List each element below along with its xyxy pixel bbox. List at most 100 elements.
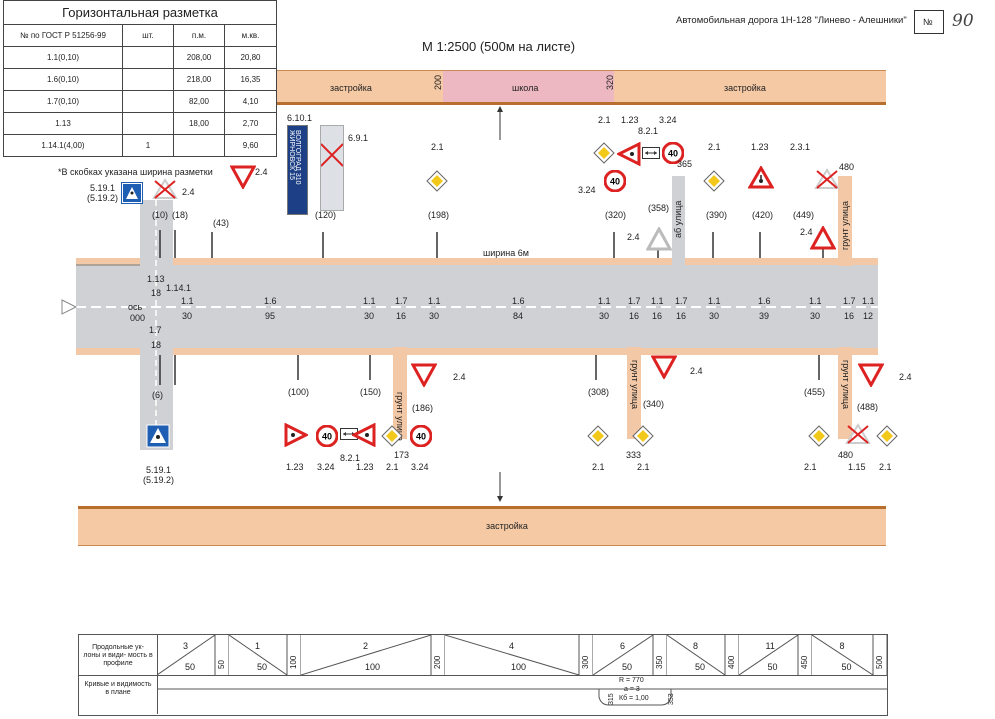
legend-title: Горизонтальная разметка — [3, 0, 277, 25]
sign-code: 2.1 — [879, 462, 892, 472]
marking-code: 1.7 — [675, 296, 688, 306]
side-street-480-south — [838, 347, 852, 439]
marking-code: 1.1 — [428, 296, 441, 306]
svg-text:40: 40 — [610, 177, 620, 187]
svg-text:40: 40 — [322, 432, 332, 442]
marking-code: 1.1 — [809, 296, 822, 306]
sheet-number-box: № — [914, 10, 944, 34]
marking-code: 18 — [151, 340, 162, 350]
pk-label: 173 — [394, 450, 410, 460]
sign-code: (5.19.2) — [143, 475, 175, 485]
marking-code: 1.6 — [758, 296, 771, 306]
marking-code: 1.13 — [147, 274, 165, 284]
sign-code: 5.19.1 — [90, 183, 116, 193]
marking-length: 39 — [759, 311, 770, 321]
sign-code: 6.9.1 — [348, 133, 369, 143]
marking-code: 1.1 — [363, 296, 376, 306]
pk-label: 333 — [626, 450, 642, 460]
legend-cell: 20,80 — [224, 46, 277, 69]
side-street-480-north — [838, 176, 852, 266]
marking-code: 1.1 — [708, 296, 721, 306]
marking-code: 1.7 — [843, 296, 856, 306]
pk-label: (308) — [588, 387, 610, 397]
pk-label: (10) — [152, 210, 169, 220]
segment-slope: 2 — [363, 641, 369, 651]
marking-length: 30 — [599, 311, 610, 321]
shoulder-top — [76, 258, 878, 265]
marking-length: 16 — [844, 311, 855, 321]
side-street-333 — [627, 347, 641, 439]
sign-code: 2.3.1 — [790, 142, 811, 152]
axis-km: 000 — [130, 313, 146, 323]
sign-code: 8.2.1 — [340, 453, 361, 463]
segment-length: 50 — [695, 662, 706, 672]
sheet-number: 90 — [952, 11, 974, 31]
pk-label: (320) — [605, 210, 627, 220]
segment-slope: 8 — [839, 641, 845, 651]
sign-code: 2.4 — [800, 227, 813, 237]
segment-length: 100 — [365, 662, 381, 672]
pk-label: (420) — [752, 210, 774, 220]
sign-code: 1.15 — [848, 462, 866, 472]
sign-code: (5.19.2) — [87, 193, 119, 203]
shoulder-bottom — [76, 348, 878, 355]
pk-label: (100) — [288, 387, 310, 397]
pk-label: (43) — [213, 218, 230, 228]
segment-length: 50 — [185, 662, 196, 672]
sign-code: 1.23 — [621, 115, 639, 125]
curve-radius: R = 770 — [619, 677, 644, 684]
marking-code: 1.1 — [651, 296, 664, 306]
marking-code: 1.1 — [181, 296, 194, 306]
ab-street-label: аб улица — [673, 200, 683, 238]
marking-length: 30 — [364, 311, 375, 321]
pk-label: (449) — [793, 210, 815, 220]
buildup-label: застройка — [330, 83, 372, 93]
segment-length: 50 — [622, 662, 633, 672]
side-street-365 — [672, 176, 685, 266]
direction-sign-text: ЖИРНОВСК 15 — [288, 130, 295, 180]
removed-sign-icon — [320, 125, 344, 211]
marking-code: 1.7 — [628, 296, 641, 306]
pk-label: (150) — [360, 387, 382, 397]
curve-row-label: Кривые и видимость в плане — [84, 681, 152, 696]
grunt-street-label: грунт улица — [840, 200, 850, 250]
pk-label: (390) — [706, 210, 728, 220]
sign-code: 1.23 — [356, 462, 374, 472]
pk-label: (6) — [152, 390, 163, 400]
grunt-street-label: грунт улица — [630, 360, 640, 410]
pk-label: (18) — [172, 210, 189, 220]
marking-code: 1.7 — [149, 325, 162, 335]
sign-code: 2.4 — [182, 187, 195, 197]
marking-code: 1.6 — [512, 296, 525, 306]
profile-row-label: Продольные ук- лоны и види- мость в проф… — [83, 644, 153, 667]
axis-label: ось — [128, 302, 143, 312]
sign-code: 2.1 — [598, 115, 611, 125]
marking-code: 1.14.1 — [166, 283, 192, 293]
sign-code: 3.24 — [411, 462, 429, 472]
curve-kb: Кб = 1,00 — [619, 695, 649, 702]
segment-slope: 4 — [509, 641, 515, 651]
pk-label: 480 — [839, 162, 855, 172]
marking-legend-table: Горизонтальная разметка № по ГОСТ Р 5125… — [3, 0, 277, 157]
marking-code: 1.7 — [395, 296, 408, 306]
road-name: Автомобильная дорога 1Н-128 "Линево - Ал… — [676, 15, 907, 26]
school-label: школа — [512, 83, 539, 93]
svg-text:40: 40 — [668, 149, 678, 159]
pk-label: (186) — [412, 403, 434, 413]
sign-code: 2.1 — [708, 142, 721, 152]
pk-label: (455) — [804, 387, 826, 397]
pk-label: 365 — [677, 159, 693, 169]
sign-code: 2.4 — [453, 372, 466, 382]
sign-code: 2.1 — [637, 462, 650, 472]
sign-code: 6.10.1 — [287, 113, 313, 123]
sign-code: 2.4 — [627, 232, 640, 242]
sign-code: 2.4 — [255, 167, 268, 177]
marking-length: 95 — [265, 311, 276, 321]
buildup-band-bottom — [78, 506, 886, 546]
sign-code: 8.2.1 — [638, 126, 659, 136]
sign-code: 2.1 — [804, 462, 817, 472]
sign-code: 2.1 — [431, 142, 444, 152]
sign-code: 1.23 — [751, 142, 769, 152]
pk-label: (358) — [648, 203, 670, 213]
